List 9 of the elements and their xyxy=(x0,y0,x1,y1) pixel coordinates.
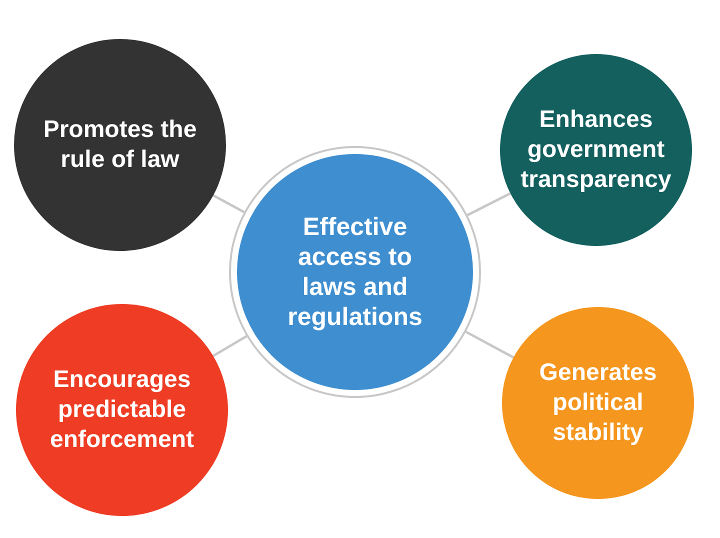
node-text: Promotes the rule of law xyxy=(42,115,198,175)
node-text: Effective access to laws and regulations xyxy=(286,212,424,332)
connector-line xyxy=(212,194,245,214)
node-text: Generates political stability xyxy=(538,358,658,448)
node-text: Enhances government transparency xyxy=(520,105,672,195)
connector-line xyxy=(466,192,511,216)
node-text: Encourages predictable enforcement xyxy=(48,365,196,455)
connector-line xyxy=(212,335,248,358)
connector-line xyxy=(465,330,514,359)
